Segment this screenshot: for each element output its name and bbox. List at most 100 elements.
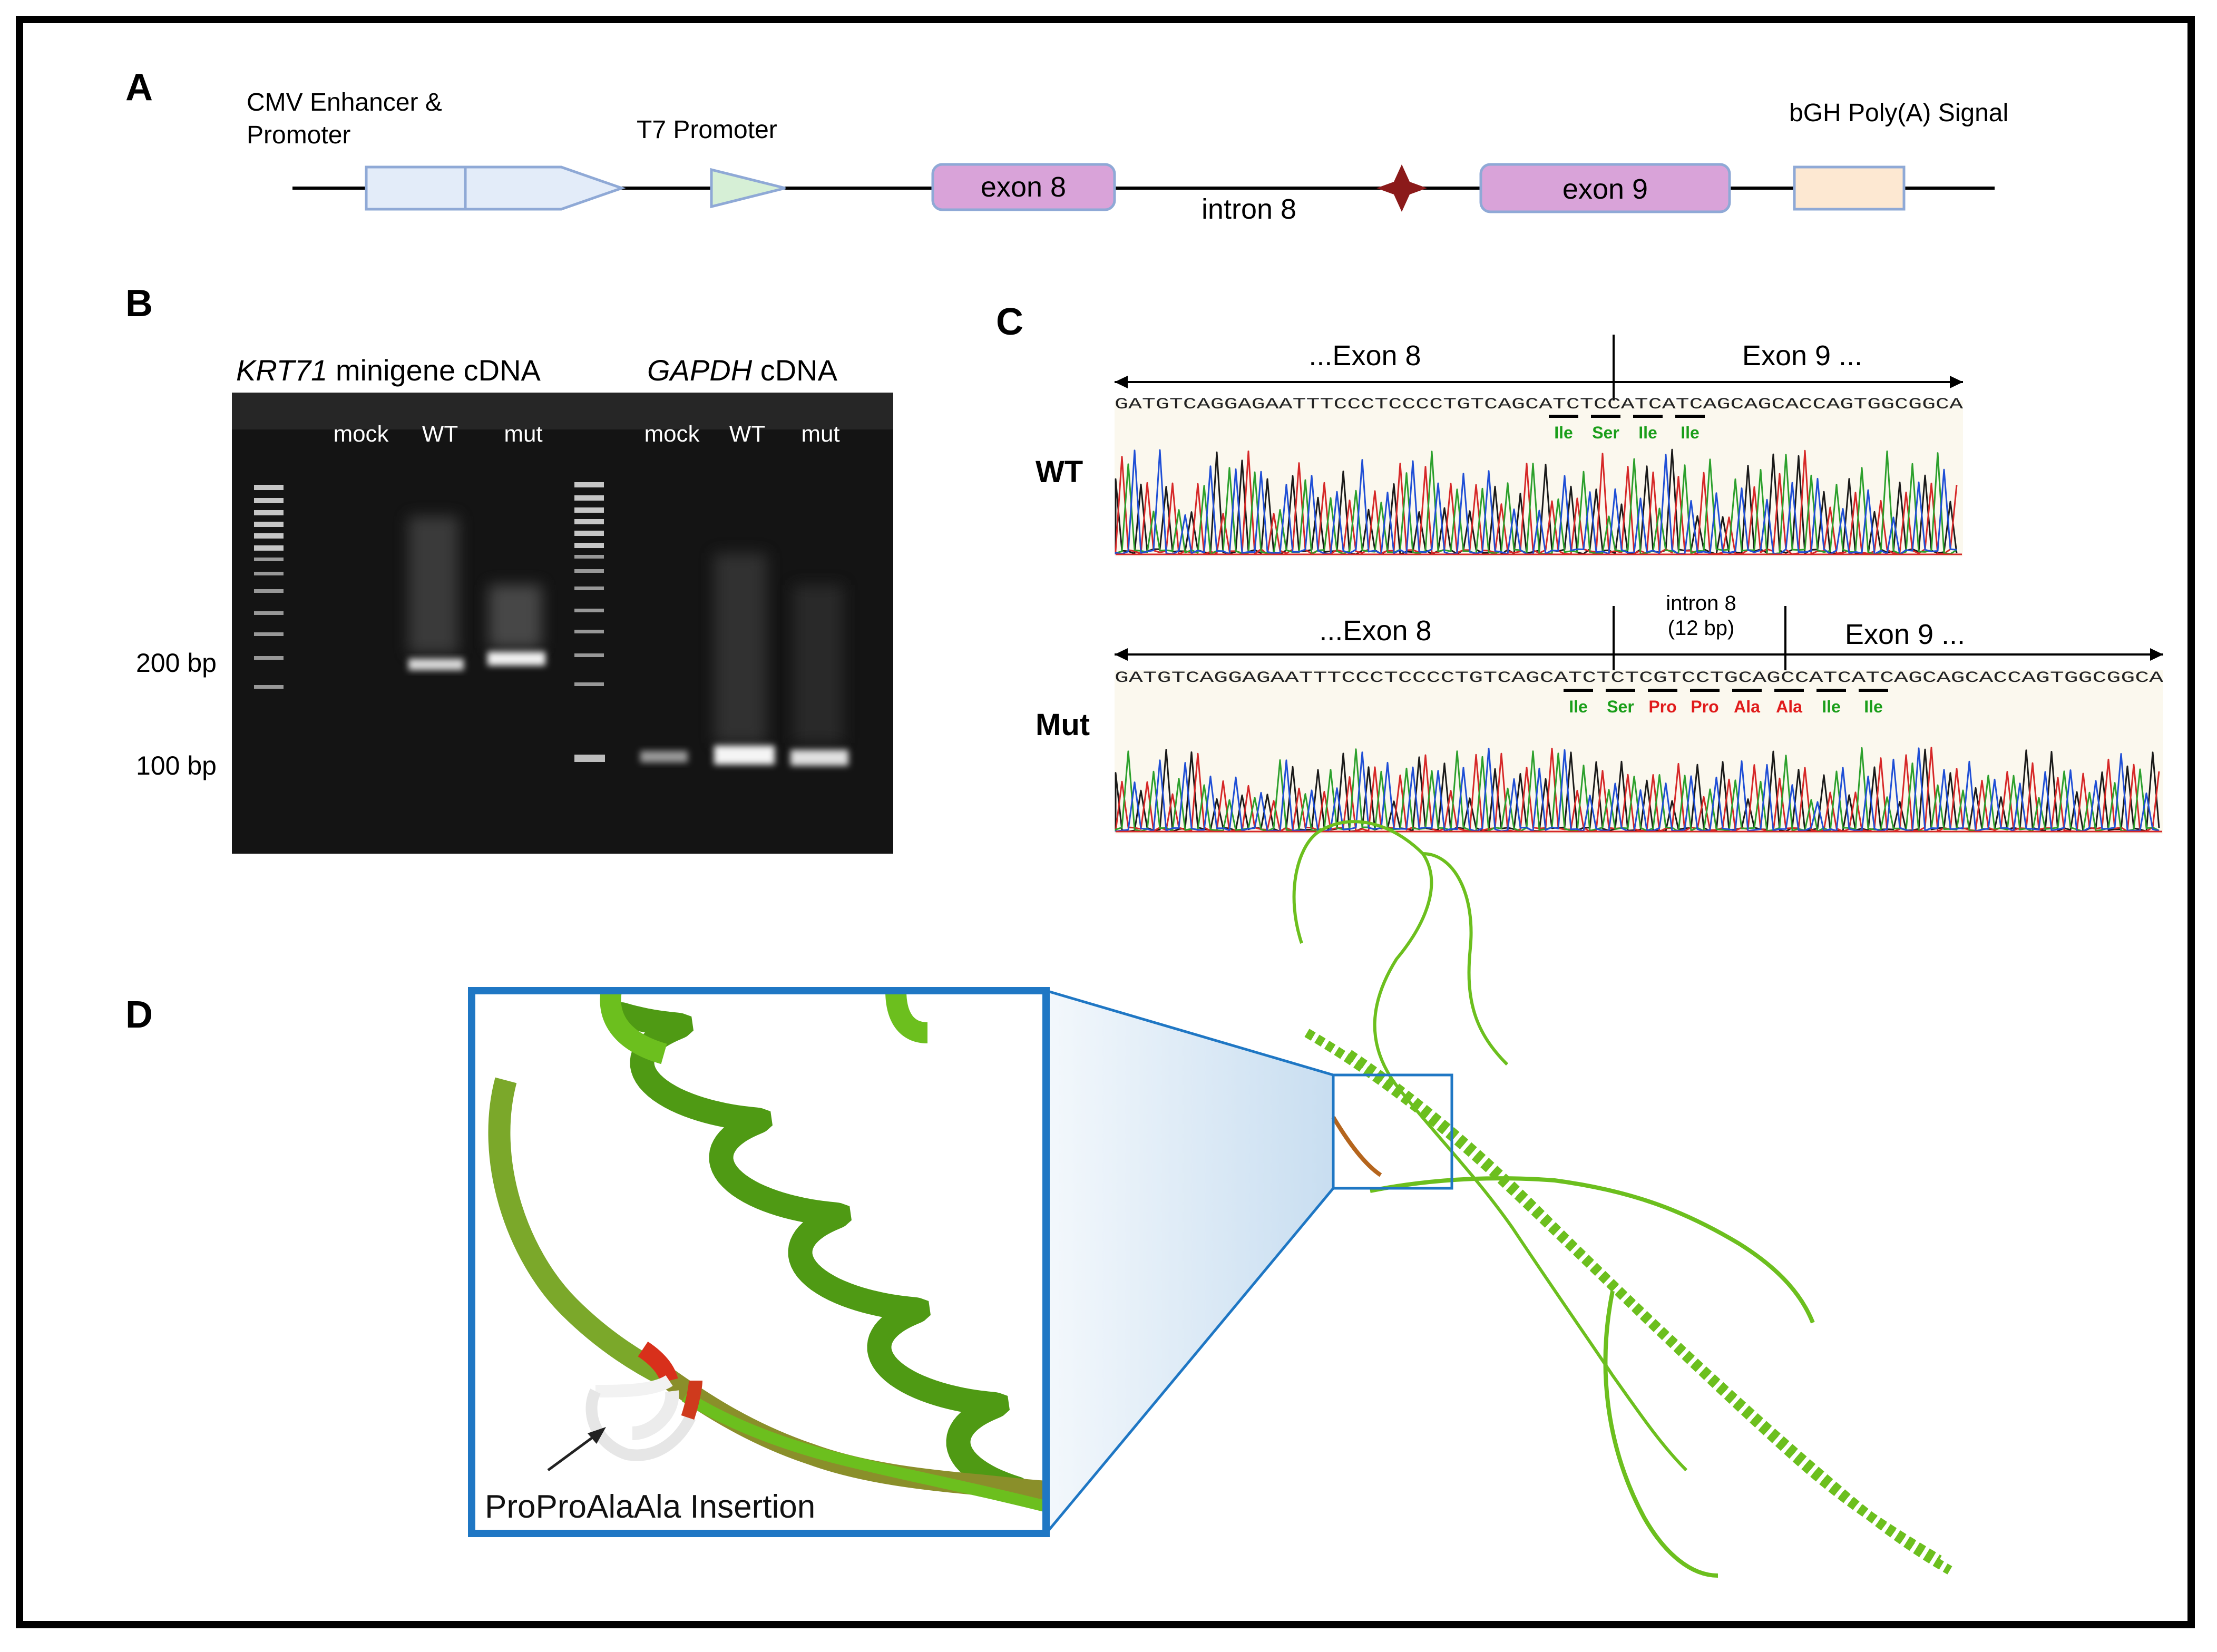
gapdh-title: GAPDH cDNA	[647, 354, 838, 387]
lane-label: mut	[504, 421, 542, 447]
ladder-band	[254, 522, 284, 527]
gel-wells-strip	[232, 393, 893, 429]
bgh-label: bGH Poly(A) Signal	[1789, 99, 2008, 127]
inset-insertion-red-2	[681, 1380, 702, 1420]
mutation-star	[1376, 164, 1427, 212]
krt71-title-rest: minigene cDNA	[327, 354, 541, 387]
insertion-label: ProProAlaAla Insertion	[485, 1489, 815, 1525]
wt-exon9-label: Exon 9 ...	[1742, 340, 1862, 372]
exon9-label: exon 9	[1562, 173, 1648, 205]
lane-label: WT	[422, 421, 458, 447]
ladders	[254, 482, 605, 762]
amino-acid-label: Ile	[1822, 697, 1841, 716]
krt71-title: KRT71 minigene cDNA	[236, 354, 541, 387]
protein-head-strand	[1422, 852, 1509, 1066]
mut-sequence: GATGTCAGGAGAATTTCCCTCCCCTGTCAGCATCTCTCGT…	[1115, 669, 2163, 687]
mut-exon9-label: Exon 9 ...	[1845, 619, 1965, 650]
inset-insertion-red-1	[638, 1341, 678, 1383]
zoom-line-top	[1046, 989, 1334, 1077]
panel-a-letter: A	[125, 66, 153, 109]
mock-gapdh-band	[640, 751, 688, 763]
mut-row-label: Mut	[1036, 708, 1090, 742]
ladder-band	[254, 656, 284, 660]
amino-acid-label: Pro	[1648, 697, 1676, 716]
gapdh-gene-name: GAPDH	[647, 354, 753, 387]
ladder-band	[574, 482, 604, 487]
exon9-box	[1479, 163, 1731, 213]
amino-acid-label: Ile	[1569, 697, 1588, 716]
wt-chromatogram-bg	[1115, 400, 1963, 556]
cmv-label-line1: CMV Enhancer &	[247, 89, 442, 116]
amino-acid-label: Ile	[1681, 423, 1700, 442]
ladder-band	[574, 555, 604, 559]
ladder-band	[574, 519, 604, 524]
amino-acid-label: Ile	[1638, 423, 1657, 442]
amino-acid-label: Ala	[1734, 697, 1760, 716]
inset-insertion-loop-2	[595, 1375, 673, 1397]
zoom-line-bottom	[1045, 1187, 1334, 1534]
protein-lower-strand	[1603, 1291, 1718, 1578]
intron8-label: intron 8	[1202, 193, 1296, 225]
ladder-band	[254, 611, 284, 615]
mut-arrow-right-head	[2150, 648, 2163, 661]
ladder-band	[574, 507, 604, 513]
mut-gapdh-smear	[793, 585, 843, 743]
ladder-band	[574, 543, 604, 548]
ladder-band	[574, 569, 604, 573]
amino-acid-label: Ala	[1776, 697, 1802, 716]
marker-200bp: 200 bp	[136, 648, 217, 678]
mut-chromatogram-traces	[1115, 747, 2162, 833]
intron-insert-label-line2: (12 bp)	[1668, 617, 1735, 640]
exon8-box	[931, 163, 1116, 211]
trace-line	[1115, 747, 2160, 833]
protein-cross-strand	[1370, 1176, 1815, 1324]
exon8-label: exon 8	[981, 171, 1066, 203]
inset-left-strand	[488, 1077, 669, 1385]
figure-frame	[16, 16, 2195, 1628]
wt-gapdh-smear	[714, 553, 767, 743]
panel-a: A CMV Enhancer & Promoter T7 Promoter bG…	[125, 66, 2008, 225]
inset-top-strand	[600, 991, 667, 1064]
ladder-band	[574, 630, 604, 633]
panel-d: D	[125, 820, 1952, 1578]
cmv-label-line2: Promoter	[247, 121, 350, 149]
ladder-band	[254, 510, 284, 515]
ladder-band	[574, 609, 604, 612]
zoom-region-box	[1332, 1073, 1453, 1190]
ladder-band	[254, 545, 284, 551]
wt-chromatogram-traces	[1115, 448, 1962, 555]
mut-arrow-left-head	[1115, 648, 1128, 661]
insertion-arrow-head	[588, 1427, 606, 1444]
ladder-band	[254, 589, 284, 593]
lane-label: mut	[801, 421, 839, 447]
ladder-band	[574, 586, 604, 590]
wt-krt71-smear	[408, 516, 458, 653]
inset-bottom-strand-2	[682, 1391, 1046, 1513]
protein-helix-2	[1346, 1050, 1952, 1575]
inset-top-right-strand	[885, 991, 929, 1043]
zoom-connector	[1046, 991, 1333, 1533]
amino-acid-label: Ile	[1864, 697, 1883, 716]
panel-b-letter: B	[125, 282, 153, 325]
protein-loop-strand	[1292, 820, 1688, 1472]
intron-insert-label-line1: intron 8	[1666, 592, 1736, 615]
mut-krt71-band	[487, 652, 545, 666]
mut-krt71-smear	[489, 585, 542, 648]
wt-exon8-label: ...Exon 8	[1308, 340, 1421, 372]
t7-label: T7 Promoter	[637, 116, 777, 144]
marker-100bp: 100 bp	[136, 751, 217, 780]
ladder-band	[254, 533, 284, 539]
mut-exon8-label: ...Exon 8	[1319, 615, 1431, 647]
inset-insertion-loop-3	[585, 1389, 696, 1461]
ladder-band	[254, 572, 284, 575]
ladder-band	[574, 755, 605, 762]
wt-arrow-right-head	[1950, 376, 1963, 388]
ladder-band	[254, 632, 284, 636]
ladder-band	[254, 558, 284, 561]
bgh-shape	[1793, 165, 1906, 211]
gel-image	[232, 393, 893, 854]
